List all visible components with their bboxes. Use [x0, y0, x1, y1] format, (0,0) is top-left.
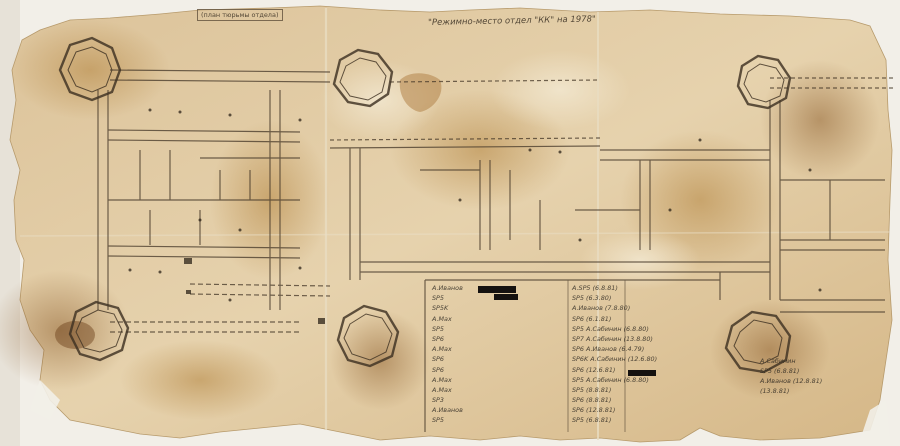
legend-entry: SP5: [432, 294, 444, 303]
legend-entry: SP3: [432, 396, 444, 405]
corner-label: (план тюрьмы отдела): [197, 9, 283, 21]
legend-entry: SP6: [432, 365, 444, 374]
redaction-box: [478, 286, 516, 293]
legend-entry: SP6: [432, 355, 444, 364]
side-note: (13.8.81): [760, 387, 790, 395]
legend-entry: SP6K A.Сабинин (12.6.80): [572, 355, 658, 364]
legend-entry: A.Мах: [432, 314, 452, 323]
legend-entry: A.Мах: [432, 385, 452, 394]
side-note: A.Иванов (12.8.81): [760, 377, 823, 385]
floor-plan-towers: [58, 36, 792, 374]
legend-entry: SP6 (12.6.81): [572, 365, 616, 374]
legend-entry: SP5: [432, 324, 444, 333]
legend-column-2: A.SP5 (6.8.81) SP5 (6.3.80)A.Иванов (7.8.…: [572, 283, 657, 426]
legend-entry: A.Мах: [432, 345, 452, 354]
tower-top-center: [332, 48, 394, 108]
legend-entry: SP7 A.Сабинин (13.8.80): [572, 334, 653, 343]
fold-line: [19, 231, 891, 237]
tower-bottom-center: [336, 304, 400, 368]
tower-top-right: [736, 54, 792, 110]
side-note: A.Сабинин: [760, 357, 796, 365]
legend-entry: A.SP5 (6.8.81): [572, 284, 618, 292]
legend-entry: A.Иванов (7.8.80): [572, 304, 631, 313]
legend-entry: SP5 A.Сабинин (6.8.80): [572, 324, 649, 333]
legend-entry: A.Иванов: [432, 284, 463, 292]
tower-top-left: [58, 36, 122, 102]
legend-entry: SP6: [432, 334, 444, 343]
legend-entry: SP6 (6.1.81): [572, 314, 612, 323]
legend-entry: SP5: [432, 416, 444, 425]
legend-entry: A.Иванов: [432, 406, 463, 415]
legend-entry: SP6 (8.8.81): [572, 396, 612, 405]
room-markers: [128, 108, 822, 324]
redaction-box: [628, 370, 656, 376]
legend-entry: SP5K: [432, 304, 449, 313]
tower-bottom-left: [68, 300, 130, 362]
legend-entry: SP6 A.Иванов (6.4.79): [572, 345, 645, 354]
redaction-box: [494, 294, 518, 300]
legend-entry: SP5 (6.8.81): [572, 416, 612, 425]
tower-bottom-right: [724, 310, 792, 374]
side-note: SP5 (6.8.81): [760, 367, 800, 375]
legend-entry: SP5 (8.8.81): [572, 385, 612, 394]
legend-entry: SP5 (6.3.80): [572, 294, 612, 303]
legend-entry: SP6 (12.8.81): [572, 406, 616, 415]
legend-entry: A.Мах: [432, 375, 452, 384]
legend-entry: SP5 A.Сабинин (6.8.80): [572, 375, 649, 384]
floor-plan-walls: [97, 69, 895, 432]
